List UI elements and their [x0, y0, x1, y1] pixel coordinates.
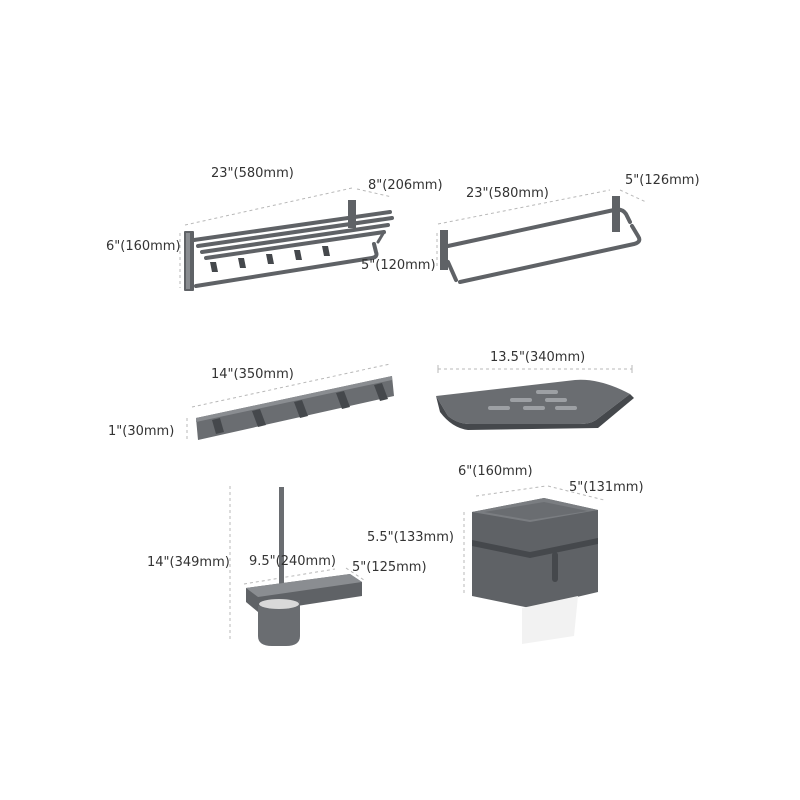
paper-holder-depth-label: 5"(131mm) [569, 480, 644, 495]
towel-rack-double-illustration [179, 187, 394, 291]
paper-holder-width-label: 6"(160mm) [458, 464, 533, 479]
towel-bar-height-label: 5"(120mm) [361, 258, 436, 273]
towel-rack-width-label: 23"(580mm) [211, 166, 294, 181]
hook-rail-height-label: 1"(30mm) [108, 424, 175, 439]
toilet-brush-illustration [229, 486, 365, 646]
toilet-brush-width-label: 9.5"(240mm) [249, 554, 336, 569]
corner-shelf-width-label: 13.5"(340mm) [490, 350, 586, 365]
towel-rack-depth-label: 8"(206mm) [368, 178, 443, 193]
towel-bar-depth-label: 5"(126mm) [625, 173, 700, 188]
hook-rail-illustration [186, 363, 394, 440]
towel-rack-height-label: 6"(160mm) [106, 239, 181, 254]
toilet-brush-depth-label: 5"(125mm) [352, 560, 427, 575]
towel-bar-double-illustration [436, 189, 647, 284]
paper-holder-height-label: 5.5"(133mm) [367, 530, 454, 545]
hook-rail-width-label: 14"(350mm) [211, 367, 294, 382]
towel-bar-width-label: 23"(580mm) [466, 186, 549, 201]
corner-shelf-illustration [436, 365, 634, 430]
paper-holder-illustration [463, 485, 605, 644]
toilet-brush-height-label: 14"(349mm) [147, 555, 230, 570]
